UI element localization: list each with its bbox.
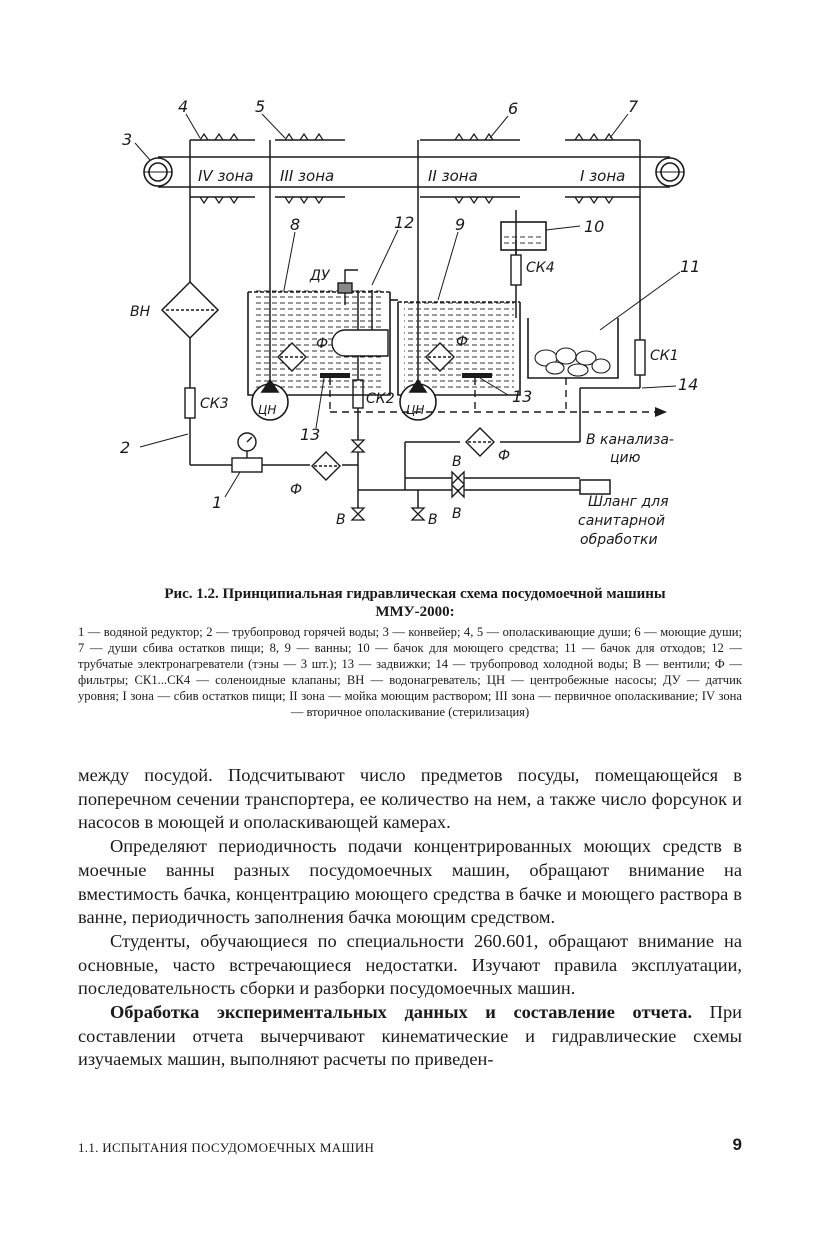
water-heater	[160, 280, 220, 340]
callout-10: 10	[584, 217, 604, 236]
callout-2: 2	[120, 438, 130, 457]
page-number: 9	[732, 1135, 742, 1154]
zone-labels: IV зона III зона II зона I зона	[198, 167, 625, 185]
label-f-main: Ф	[290, 482, 302, 498]
pumps	[251, 378, 437, 421]
caption-title-line1: Рис. 1.2. Принципиальная гидравлическая …	[164, 586, 666, 602]
hydraulic-diagram: 3 4 5 6 7 8 12 9 10 11 14 2 1 13 13 IV з…	[120, 97, 700, 548]
label-sk2: СК2	[366, 391, 395, 407]
callout-numbers: 3 4 5 6 7 8 12 9 10 11 14 2 1 13 13	[120, 97, 700, 512]
label-v-3: В	[336, 512, 346, 528]
callout-1: 1	[212, 493, 222, 512]
zone-ii: II зона	[428, 167, 478, 185]
label-sk4: СК4	[526, 260, 555, 276]
paragraph-2: Определяют периодичность подачи концентр…	[78, 836, 742, 928]
label-v-4: В	[428, 512, 438, 528]
callout-13a: 13	[300, 425, 320, 444]
paragraph-4-lead: Обработка экспериментальных данных и сос…	[110, 1002, 693, 1023]
callout-13b: 13	[512, 387, 532, 406]
label-f-tank2: Ф	[456, 334, 468, 350]
drain-label-2: цию	[610, 450, 641, 466]
manual-valves	[350, 439, 465, 521]
label-tsn-2: ЦН	[406, 403, 424, 417]
label-f-tank1: Ф	[316, 336, 328, 352]
pressure-reducer	[231, 432, 263, 473]
callout-5: 5	[255, 97, 265, 116]
hose-label-2: санитарной	[578, 513, 665, 529]
paragraph-1: между посудой. Подсчитывают число предме…	[78, 765, 742, 833]
drain-line	[329, 378, 655, 413]
filters	[277, 342, 495, 481]
body-text: между посудой. Подсчитывают число предме…	[78, 764, 742, 1072]
callout-12: 12	[394, 213, 414, 232]
callout-11: 11	[680, 257, 700, 276]
zone-iii: III зона	[280, 167, 334, 185]
paragraph-4-rest: При составлении отчета вычерчивают кинем…	[78, 1002, 743, 1070]
label-vn: ВН	[130, 304, 151, 320]
label-v-1: В	[452, 454, 462, 470]
level-sensor	[337, 269, 358, 305]
callout-6: 6	[508, 99, 518, 118]
wash-tanks	[247, 221, 619, 396]
label-sk3: СК3	[200, 396, 229, 412]
hose-label-3: обработки	[580, 532, 658, 548]
drain-arrow	[655, 407, 667, 417]
callout-3: 3	[122, 130, 132, 149]
zone-iv: IV зона	[198, 167, 254, 185]
running-title: 1.1. ИСПЫТАНИЯ ПОСУДОМОЕЧНЫХ МАШИН	[78, 1140, 375, 1155]
component-labels: ВН ДУ Ф Ф Ф Ф ЦН ЦН СК1 СК2 СК3 СК4 В В …	[130, 260, 679, 548]
callout-8: 8	[290, 215, 300, 234]
leader-lines	[134, 113, 681, 498]
spray-headers	[190, 132, 640, 205]
figure-legend: 1 — водяной редуктор; 2 — трубопровод го…	[78, 625, 742, 719]
heating-elements	[331, 290, 389, 357]
conveyor	[143, 156, 685, 188]
figure-caption: Рис. 1.2. Принципиальная гидравлическая …	[90, 585, 740, 621]
callout-14: 14	[678, 375, 698, 394]
hose-outlet	[579, 479, 611, 495]
label-v-2: В	[452, 506, 462, 522]
caption-title-line2: ММУ-2000:	[375, 604, 455, 620]
solenoid-valves	[184, 254, 646, 419]
label-du: ДУ	[309, 268, 331, 284]
waste-contents	[534, 347, 611, 377]
zone-i: I зона	[580, 167, 625, 185]
label-tsn-1: ЦН	[258, 403, 276, 417]
gate-valves	[320, 373, 492, 378]
hose-label-1: Шланг для	[588, 494, 669, 510]
drain-label-1: В канализа-	[586, 432, 674, 448]
callout-4: 4	[178, 97, 188, 116]
paragraph-3: Студенты, обучающиеся по специальности 2…	[78, 930, 742, 999]
callout-7: 7	[628, 97, 639, 116]
label-sk1: СК1	[650, 348, 679, 364]
label-f-drain: Ф	[498, 448, 510, 464]
callout-9: 9	[455, 215, 465, 234]
paragraph-4: Обработка экспериментальных данных и сос…	[78, 1001, 742, 1072]
